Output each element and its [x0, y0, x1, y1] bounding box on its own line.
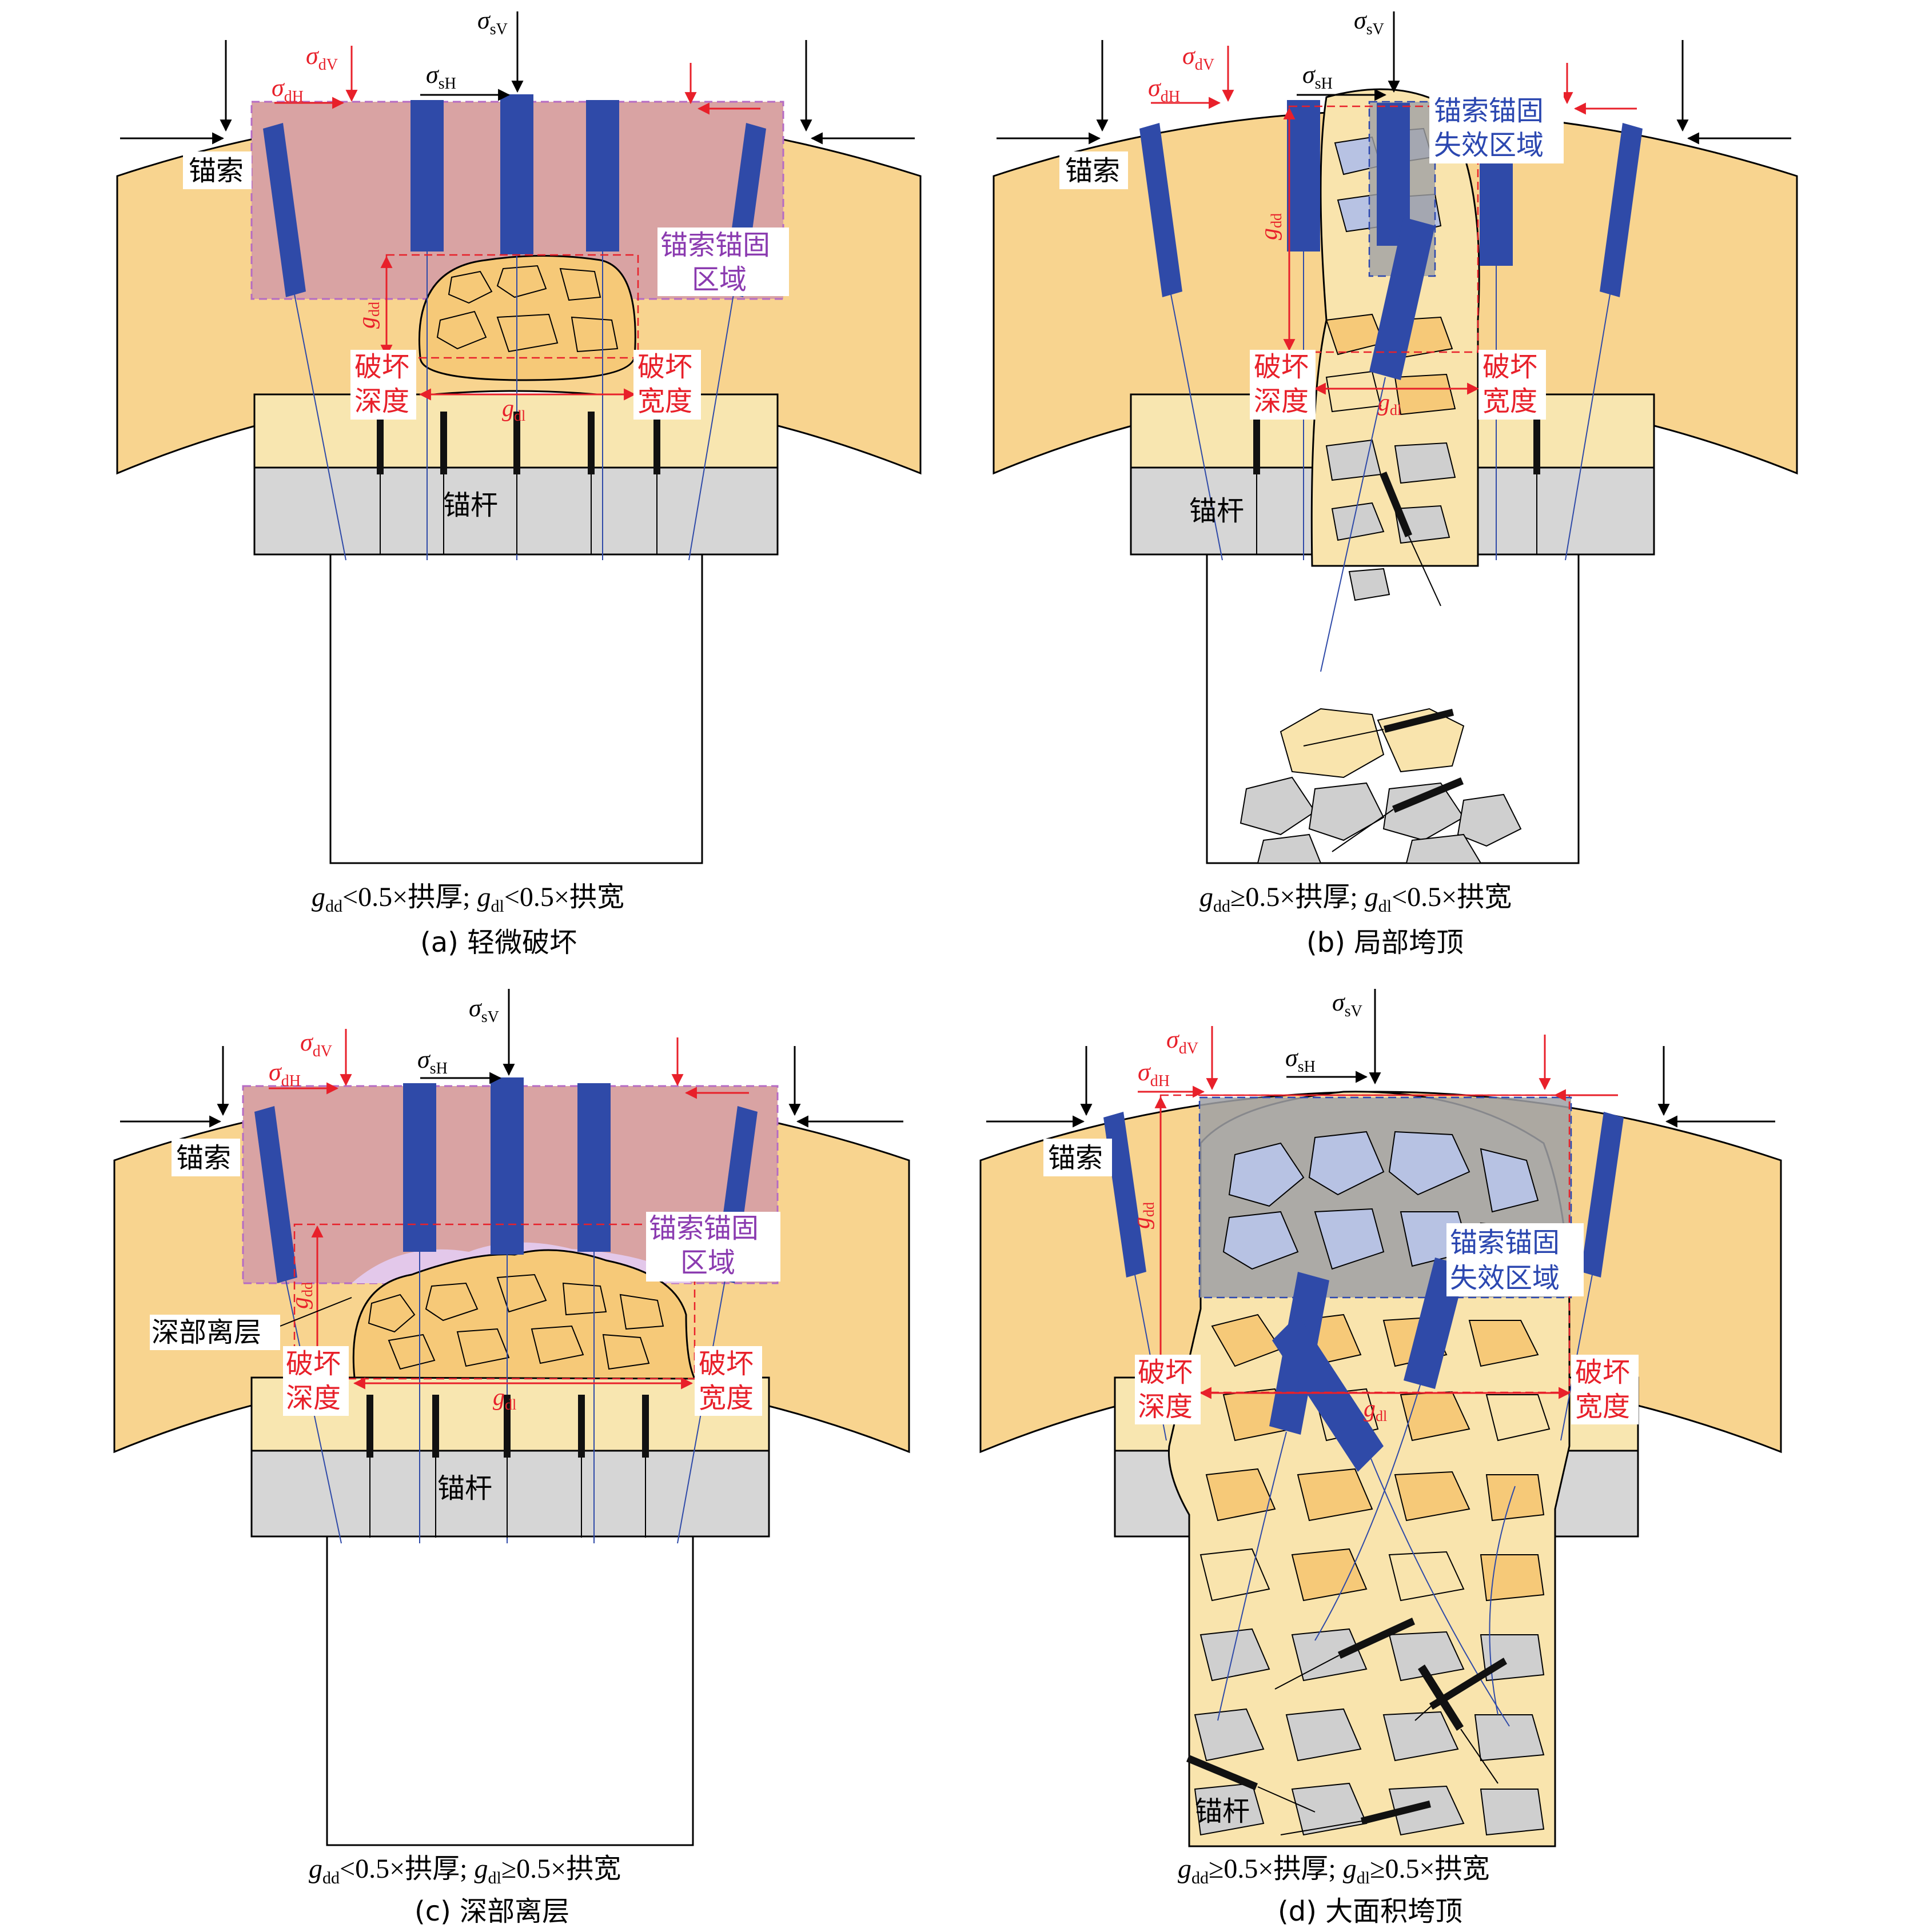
sigma-sH-label: σsH [417, 1045, 448, 1077]
width-label-2: 宽度 [637, 385, 692, 417]
bolt-tails [369, 1458, 646, 1538]
panel-a: σsV σsH σdV σdH gdd gdl 锚索 锚杆 锚索锚固 区域 破坏… [116, 6, 922, 959]
load-arrows [120, 11, 915, 145]
depth-label-2: 深度 [354, 385, 409, 417]
stress-arrows-red [1151, 46, 1637, 115]
bolt-label: 锚杆 [443, 489, 498, 521]
rock-bolts [366, 1395, 649, 1458]
depth-label-2: 深度 [1138, 1391, 1193, 1423]
rock-bolts [1186, 1618, 1507, 1825]
zone-label-1: 锚索锚固 [649, 1212, 759, 1244]
zone-label-2: 失效区域 [1450, 1262, 1560, 1294]
caption: (d) 大面积垮顶 [1278, 1895, 1462, 1927]
sigma-dV-label: σdV [1182, 42, 1214, 74]
sigma-sV-label: σsV [469, 994, 499, 1026]
depth-label-2: 深度 [286, 1382, 341, 1414]
bolt-label: 锚杆 [1195, 1795, 1250, 1827]
stress-arrows-red [1138, 1026, 1618, 1101]
gdl-label: gdl [502, 396, 525, 424]
width-label-1: 破坏 [699, 1348, 754, 1380]
bolt-tails [1256, 474, 1537, 852]
cable-tendons [294, 252, 734, 561]
condition-text: gdd≥0.5×拱厚; gdl<0.5×拱宽 [1199, 882, 1512, 916]
bolt-label: 锚杆 [1189, 495, 1244, 527]
gdd-label: gdd [1129, 1202, 1157, 1229]
grey-layer [253, 466, 779, 556]
cable-label: 锚索 [176, 1142, 231, 1174]
condition-text: gdd<0.5×拱厚; gdl<0.5×拱宽 [312, 882, 624, 916]
separation-leader [280, 1297, 352, 1327]
depth-label-1: 破坏 [1138, 1356, 1193, 1388]
cable-label: 锚索 [189, 155, 244, 187]
roadway-opening [329, 553, 703, 864]
stress-arrows-red [274, 46, 760, 115]
panel-b: σsV σsH σdV σdH gdd gdl 锚索 锚杆 锚索锚固 失效区域 … [993, 6, 1798, 959]
sigma-sV-label: σsV [477, 6, 508, 38]
sigma-dV-label: σdV [1166, 1025, 1198, 1057]
width-label-1: 破坏 [637, 351, 692, 383]
load-arrows [986, 989, 1775, 1128]
grey-layer [250, 1450, 770, 1538]
depth-label-1: 破坏 [1254, 351, 1309, 383]
condition-text: gdd≥0.5×拱厚; gdl≥0.5×拱宽 [1178, 1854, 1490, 1887]
rock-fragments [436, 265, 619, 353]
depth-label-1: 破坏 [354, 351, 409, 383]
gdl-label: gdl [493, 1384, 516, 1413]
sigma-dH-label: σdH [269, 1058, 301, 1090]
sigma-dV-label: σdV [306, 42, 338, 74]
cables [254, 1077, 758, 1283]
load-arrows [997, 11, 1791, 145]
depth-label-2: 深度 [1254, 385, 1309, 417]
gdd-label: gdd [1256, 213, 1285, 240]
bolt-tails [380, 474, 657, 554]
zone-label-2: 区域 [680, 1247, 735, 1279]
rock-fragments [368, 1274, 664, 1370]
sigma-dH-label: σdH [1148, 74, 1180, 106]
caption: (c) 深部离层 [415, 1895, 569, 1927]
gdl-label: gdl [1364, 1396, 1387, 1424]
cable-label: 锚索 [1048, 1142, 1103, 1174]
zone-label-1: 锚索锚固 [1450, 1227, 1560, 1259]
gdd-label: gdd [287, 1282, 316, 1309]
sigma-sH-label: σsH [1285, 1044, 1316, 1076]
zone-label-1: 锚索锚固 [660, 229, 770, 261]
cable-label: 锚索 [1065, 155, 1120, 187]
rock-bolts [377, 412, 660, 474]
caption: (a) 轻微破坏 [420, 927, 577, 959]
width-label-2: 宽度 [1575, 1391, 1630, 1423]
sigma-sV-label: σsV [1332, 988, 1362, 1020]
depth-label-1: 破坏 [286, 1348, 341, 1380]
sigma-dH-label: σdH [1138, 1058, 1170, 1090]
zone-label-1: 锚索锚固 [1434, 95, 1544, 127]
panel-d: σsV σsH σdV σdH gdd gdl 锚索 锚杆 锚索锚固 失效区域 … [979, 988, 1782, 1927]
panel-c: σsV σsH σdV σdH gdd gdl 锚索 锚杆 锚索锚固 区域 深部… [113, 989, 910, 1927]
stress-arrows-red [269, 1029, 749, 1099]
sigma-sH-label: σsH [426, 61, 456, 93]
width-label-2: 宽度 [699, 1382, 754, 1414]
bolt-label: 锚杆 [437, 1472, 492, 1504]
zone-label-2: 失效区域 [1434, 129, 1544, 161]
rock-bolts [1253, 412, 1540, 813]
zone-label-2: 区域 [692, 264, 747, 296]
width-label-2: 宽度 [1482, 385, 1537, 417]
bolt-tails [1257, 1655, 1498, 1835]
caption: (b) 局部垮顶 [1306, 927, 1464, 959]
load-arrows [120, 989, 903, 1128]
sigma-dV-label: σdV [300, 1028, 332, 1060]
condition-text: gdd<0.5×拱厚; gdl≥0.5×拱宽 [309, 1854, 621, 1887]
width-label-1: 破坏 [1575, 1356, 1630, 1388]
sigma-sH-label: σsH [1302, 61, 1333, 93]
gdl-label: gdl [1378, 390, 1401, 418]
gdd-label: gdd [354, 302, 382, 329]
width-label-1: 破坏 [1482, 351, 1537, 383]
sigma-sV-label: σsV [1354, 6, 1384, 38]
separation-label: 深部离层 [152, 1316, 261, 1348]
sigma-dH-label: σdH [272, 74, 304, 106]
roadway-opening [326, 1535, 694, 1846]
